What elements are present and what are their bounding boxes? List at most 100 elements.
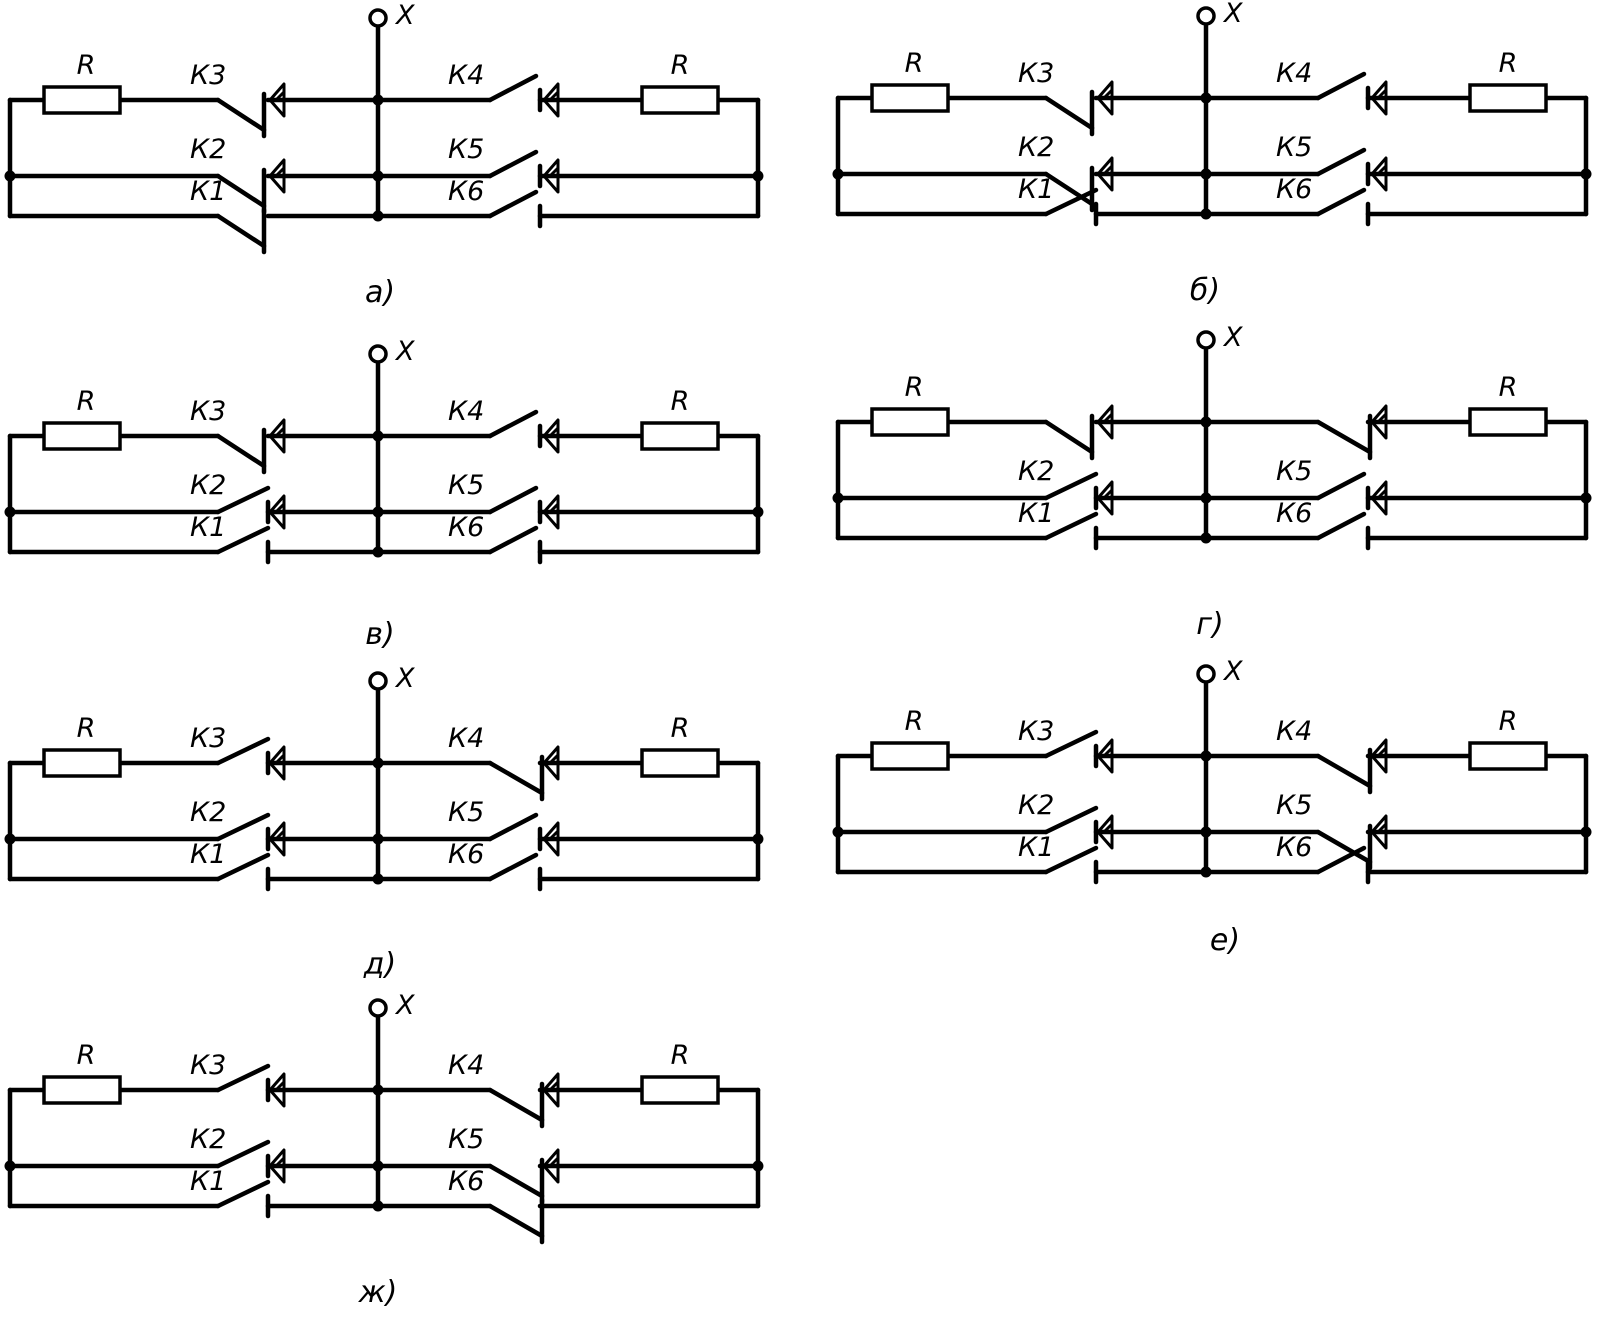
- contact-blade-open: [1315, 511, 1367, 541]
- diagram-caption: е): [1210, 923, 1240, 958]
- contact-label-k2: К2: [190, 470, 226, 501]
- contact-label-k5: К5: [448, 134, 484, 165]
- diagram-caption: д): [363, 947, 396, 982]
- resistor-label-left: R: [905, 706, 924, 737]
- contact-blade-open: [487, 409, 539, 439]
- terminal-label: X: [1222, 0, 1243, 29]
- terminal-x: [1196, 330, 1216, 350]
- terminal-x: [1196, 664, 1216, 684]
- contact-blade-open: [487, 525, 539, 555]
- diagram-caption: в): [365, 617, 394, 652]
- resistor-label-right: R: [671, 713, 690, 744]
- contact-label-k1: К1: [1018, 832, 1054, 863]
- contact-label-k3: К3: [1018, 58, 1054, 89]
- resistor: [42, 85, 122, 115]
- contact-blade-closed: [487, 760, 545, 796]
- contact-label-k5: К5: [1276, 790, 1312, 821]
- terminal-x: [1196, 6, 1216, 26]
- resistor: [1468, 741, 1548, 771]
- contact-blade-open: [1315, 71, 1367, 101]
- resistor: [870, 83, 950, 113]
- terminal-label: X: [1222, 322, 1243, 353]
- contact-blade-closed: [215, 173, 267, 209]
- contact-label-k5: К5: [1276, 456, 1312, 487]
- diagram-caption: б): [1190, 273, 1220, 308]
- contact-blade-open: [1043, 729, 1099, 759]
- contact-blade-open: [1315, 471, 1367, 501]
- contact-blade-open: [487, 812, 539, 842]
- resistor: [42, 748, 122, 778]
- contact-blade-open: [215, 852, 271, 882]
- resistor: [42, 421, 122, 451]
- contact-blade-closed: [487, 1087, 545, 1123]
- diagram-caption: г): [1196, 607, 1223, 642]
- contact-blade-open: [215, 1179, 271, 1209]
- resistor: [640, 85, 720, 115]
- contact-label-k5: К5: [448, 797, 484, 828]
- contact-blade-open: [215, 736, 271, 766]
- contact-label-k2: К2: [1018, 790, 1054, 821]
- resistor-label-right: R: [1499, 706, 1518, 737]
- contact-blade-open: [1043, 471, 1099, 501]
- contact-label-k1: К1: [1018, 498, 1054, 529]
- contact-label-k6: К6: [448, 512, 484, 543]
- contact-blade-open: [1315, 845, 1367, 875]
- terminal-label: X: [394, 990, 415, 1021]
- contact-blade-open: [487, 149, 539, 179]
- contact-blade-closed: [1315, 753, 1373, 789]
- contact-label-k1: К1: [190, 512, 226, 543]
- resistor-label-left: R: [77, 1040, 96, 1071]
- contact-label-k3: К3: [190, 723, 226, 754]
- contact-label-k3: К3: [190, 396, 226, 427]
- contact-blade-closed: [1043, 95, 1095, 131]
- contact-blade-closed: [487, 1163, 545, 1199]
- contact-blade-open: [1315, 187, 1367, 217]
- contact-blade-open: [1043, 845, 1099, 875]
- contact-label-k6: К6: [1276, 498, 1312, 529]
- contact-label-k2: К2: [190, 797, 226, 828]
- contact-blade-open: [215, 812, 271, 842]
- contact-label-k1: К1: [190, 1166, 226, 1197]
- contact-blade-closed: [215, 213, 267, 249]
- contact-blade-closed: [487, 1203, 545, 1239]
- contact-blade-open: [1043, 805, 1099, 835]
- contact-label-k6: К6: [448, 176, 484, 207]
- contact-blade-closed: [1043, 419, 1095, 455]
- contact-blade-closed: [215, 97, 267, 133]
- contact-label-k4: К4: [448, 60, 484, 91]
- contact-label-k4: К4: [448, 1050, 484, 1081]
- resistor: [1468, 407, 1548, 437]
- contact-label-k3: К3: [190, 60, 226, 91]
- contact-label-k1: К1: [190, 176, 226, 207]
- resistor: [870, 407, 950, 437]
- contact-blade-open: [1315, 147, 1367, 177]
- contact-label-k1: К1: [190, 839, 226, 870]
- contact-label-k2: К2: [1018, 132, 1054, 163]
- contact-blade-open: [487, 485, 539, 515]
- contact-blade-closed: [1315, 419, 1373, 455]
- contact-label-k2: К2: [1018, 456, 1054, 487]
- contact-label-k6: К6: [448, 839, 484, 870]
- contact-label-k6: К6: [448, 1166, 484, 1197]
- contact-blade-open: [215, 525, 271, 555]
- contact-blade-closed: [1315, 829, 1373, 865]
- resistor-label-left: R: [77, 386, 96, 417]
- contact-label-k3: К3: [1018, 716, 1054, 747]
- terminal-x: [368, 8, 388, 28]
- contact-blade-open: [487, 73, 539, 103]
- contact-label-k4: К4: [448, 723, 484, 754]
- contact-label-k6: К6: [1276, 174, 1312, 205]
- resistor-label-right: R: [671, 1040, 690, 1071]
- contact-label-k2: К2: [190, 134, 226, 165]
- contact-label-k4: К4: [1276, 58, 1312, 89]
- terminal-x: [368, 344, 388, 364]
- contact-label-k2: К2: [190, 1124, 226, 1155]
- contact-blade-closed: [215, 433, 267, 469]
- resistor: [870, 741, 950, 771]
- terminal-label: X: [394, 663, 415, 694]
